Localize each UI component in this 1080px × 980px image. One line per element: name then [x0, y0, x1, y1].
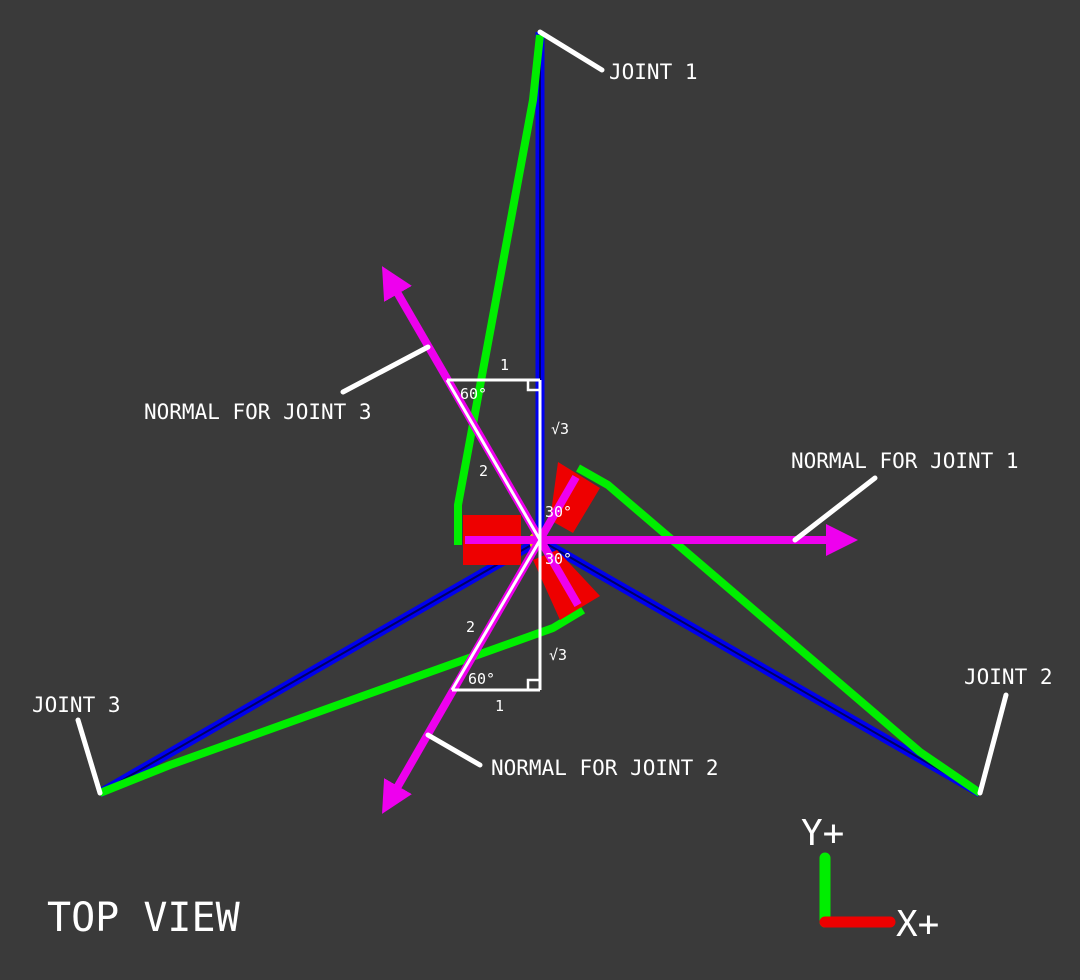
green-link-joint2	[576, 464, 983, 797]
leader-normal2	[425, 732, 483, 768]
x-axis-label: X+	[896, 904, 939, 945]
blue-links	[97, 32, 983, 797]
view-title: TOP VIEW	[47, 895, 241, 941]
joint2-label: JOINT 2	[964, 665, 1053, 689]
green-link-joint1	[454, 34, 544, 545]
leader-normal3	[340, 344, 431, 395]
lower-side-bottom-label: 1	[495, 697, 504, 715]
normal-joint2-label: NORMAL FOR JOINT 2	[491, 756, 719, 780]
upper-angle-60-label: 60°	[460, 385, 487, 403]
axis-indicator	[819, 852, 896, 928]
leader-joint1	[537, 29, 605, 73]
normal-joint3-label: NORMAL FOR JOINT 3	[144, 400, 372, 424]
upper-triangle	[445, 378, 542, 541]
upper-side-top-label: 1	[500, 356, 509, 374]
green-links	[98, 34, 983, 797]
upper-side-vertical-label: √3	[551, 420, 569, 438]
upper-angle-30-label: 30°	[545, 503, 572, 521]
leader-joint3	[75, 717, 103, 796]
joint1-label: JOINT 1	[609, 60, 698, 84]
lower-triangle	[450, 539, 542, 692]
lower-angle-60-label: 60°	[468, 670, 495, 688]
leader-normal1	[792, 475, 878, 543]
lower-angle-30-label: 30°	[545, 550, 572, 568]
upper-hypotenuse-label: 2	[479, 462, 488, 480]
leader-joint2	[977, 692, 1009, 796]
joint3-label: JOINT 3	[32, 693, 121, 717]
normal-joint1-label: NORMAL FOR JOINT 1	[791, 449, 1019, 473]
leader-lines	[75, 29, 1009, 796]
y-axis-label: Y+	[801, 813, 844, 854]
lower-side-vertical-label: √3	[549, 646, 567, 664]
base-block-upper	[550, 462, 600, 533]
green-link-joint3	[98, 606, 586, 797]
lower-hypotenuse-label: 2	[466, 618, 475, 636]
